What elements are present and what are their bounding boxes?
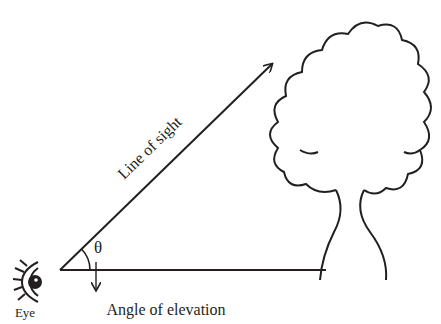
angle-symbol: θ (94, 239, 102, 256)
angle-arc (82, 249, 91, 270)
tree (270, 22, 431, 280)
line-of-sight (60, 64, 272, 270)
angle-label: Angle of elevation (106, 302, 225, 318)
line-label: Line of sight (115, 114, 185, 182)
horizontal-line (60, 269, 326, 271)
eye-symbol (13, 260, 41, 302)
eye-label: Eye (15, 306, 35, 319)
pointer-arrow (95, 262, 96, 290)
